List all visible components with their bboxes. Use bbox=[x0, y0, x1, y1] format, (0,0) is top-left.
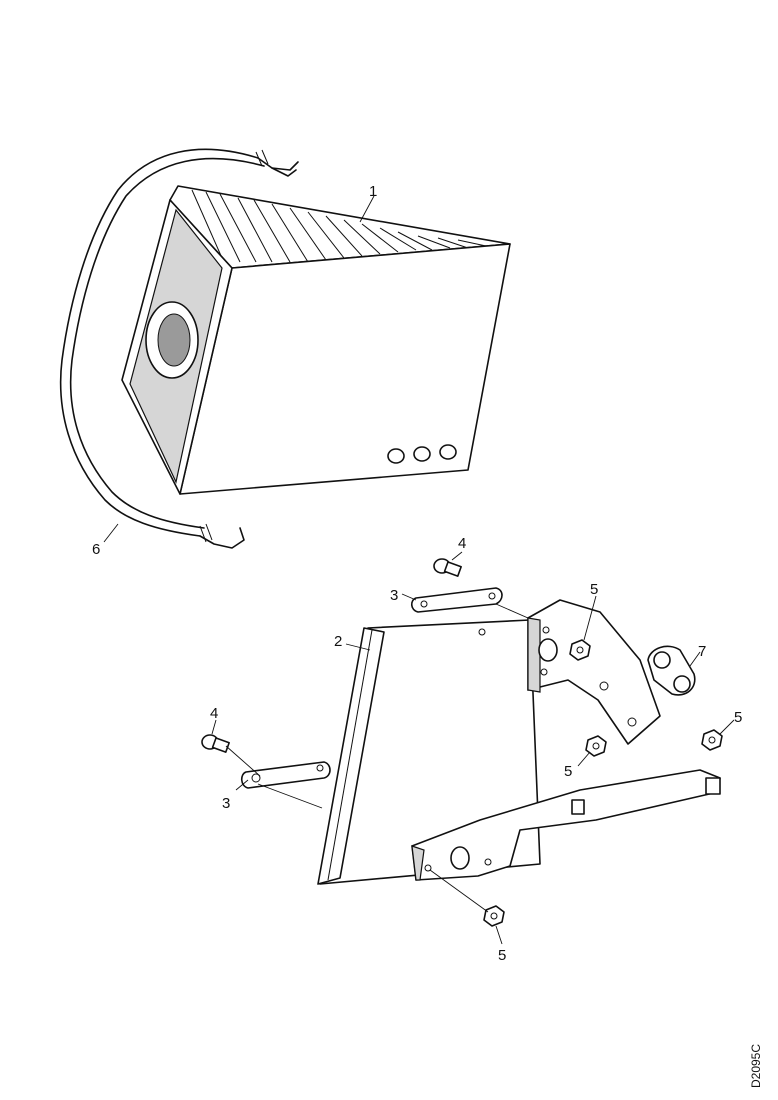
heat-exchanger-box bbox=[121, 185, 511, 495]
strap-upper bbox=[410, 587, 503, 613]
nut-c bbox=[701, 729, 723, 751]
bolt-upper bbox=[433, 558, 462, 577]
lower-bracket bbox=[411, 769, 721, 881]
callout-3-upper: 3 bbox=[390, 587, 398, 604]
drawing-id: D2095C bbox=[749, 1044, 763, 1088]
bolt-lower bbox=[201, 734, 230, 753]
strap-lower bbox=[240, 761, 331, 789]
callout-4-lower: 4 bbox=[210, 705, 218, 722]
callout-5-upper: 5 bbox=[590, 581, 598, 598]
leader-lines bbox=[103, 195, 735, 945]
nut-a bbox=[569, 639, 591, 661]
callout-6: 6 bbox=[92, 541, 100, 558]
callout-5-middle: 5 bbox=[564, 763, 572, 780]
callout-3-lower: 3 bbox=[222, 795, 230, 812]
callout-4-upper: 4 bbox=[458, 535, 466, 552]
callout-2: 2 bbox=[334, 633, 342, 650]
callout-7: 7 bbox=[698, 643, 706, 660]
clamp-plate bbox=[647, 645, 696, 696]
callout-1: 1 bbox=[369, 183, 377, 200]
upper-bracket bbox=[527, 599, 661, 745]
retaining-rod bbox=[59, 148, 299, 549]
callout-5-bottom: 5 bbox=[498, 947, 506, 964]
callout-5-right: 5 bbox=[734, 709, 742, 726]
nut-d bbox=[483, 905, 505, 927]
nut-b bbox=[585, 735, 607, 757]
